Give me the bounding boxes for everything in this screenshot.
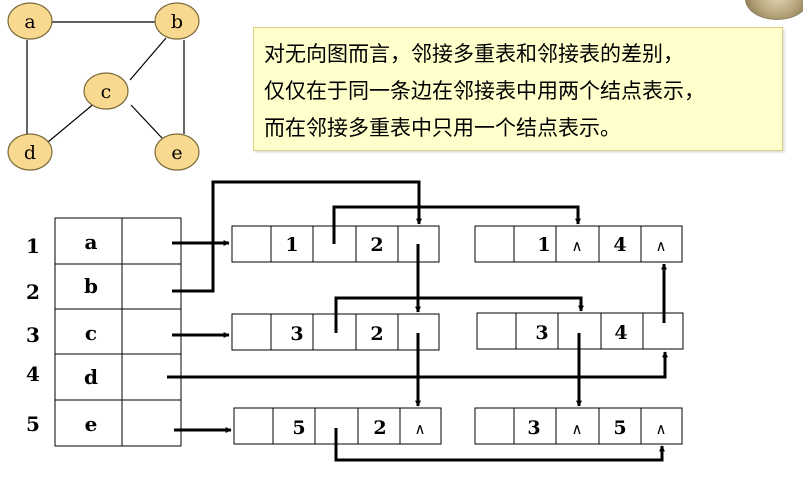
- graph: a b c d e: [7, 2, 200, 171]
- graph-node-d-circle: [7, 133, 53, 171]
- edge-node-ivex: 1: [537, 234, 550, 256]
- graph-node-c: c: [83, 72, 129, 110]
- edge-node-jlink: ∧: [656, 237, 667, 255]
- edge-node-frame: [474, 407, 683, 445]
- graph-node-d-label: d: [24, 142, 36, 164]
- explanation-note: 对无向图而言，邻接多重表和邻接表的差别， 仅仅在于同一条边在邻接表中用两个结点表…: [253, 27, 783, 151]
- graph-node-e-circle: [154, 133, 200, 171]
- graph-node-e: e: [154, 133, 200, 171]
- vertex-index-2: 2: [26, 280, 40, 304]
- edge-node-frame: [474, 225, 683, 263]
- edge-node-jvex: 2: [370, 323, 383, 345]
- pointer-edge32-ilink: [334, 296, 584, 333]
- edge-node-1-4: 1 ∧ 4 ∧: [474, 225, 683, 263]
- pointer-d-first-edge: [167, 351, 668, 379]
- edge-node-jlink: ∧: [656, 420, 667, 438]
- vertex-index-4: 4: [26, 362, 40, 386]
- edge-node-ivex: 3: [535, 322, 548, 344]
- explanation-line: 对无向图而言，邻接多重表和邻接表的差别，: [264, 42, 684, 66]
- edge-node-jvex: 4: [614, 322, 627, 344]
- vertex-name-a: a: [85, 230, 98, 254]
- graph-edge-c-d: [47, 101, 97, 143]
- graph-node-a-label: a: [24, 11, 35, 33]
- edge-node-ivex: 5: [292, 417, 305, 439]
- edge-node-jvex: 4: [613, 234, 626, 256]
- pointer-b-first-edge: [172, 180, 422, 293]
- vertex-index-3: 3: [26, 323, 40, 347]
- graph-node-b-label: b: [171, 11, 183, 33]
- pointer-edge12-ilink: [332, 205, 581, 244]
- graph-node-c-label: c: [101, 81, 112, 103]
- vertex-index-5: 5: [26, 412, 40, 436]
- edge-node-jlink: ∧: [415, 420, 426, 438]
- graph-edge-b-c: [129, 37, 167, 81]
- graph-node-d: d: [7, 133, 53, 171]
- edge-node-ivex: 1: [285, 234, 298, 256]
- vertex-table-frame: [54, 217, 182, 447]
- vertex-table: 1 2 3 4 5 a b c d e: [26, 217, 182, 447]
- vertex-name-b: b: [84, 274, 98, 298]
- link-pointers: [167, 180, 668, 462]
- vertex-name-d: d: [84, 365, 98, 389]
- edge-node-ivex: 3: [527, 417, 540, 439]
- edge-nodes: 1 2 1 ∧ 4 ∧ 3 2 3: [231, 225, 684, 445]
- edge-node-jvex: 5: [613, 417, 626, 439]
- graph-edge-c-e: [130, 104, 163, 139]
- pointer-edge52-ilink: [334, 428, 665, 462]
- vertex-name-c: c: [85, 321, 97, 345]
- edge-node-ivex: 3: [290, 323, 303, 345]
- explanation-line: 仅仅在于同一条边在邻接表中用两个结点表示，: [264, 79, 705, 103]
- graph-node-b: b: [154, 2, 200, 40]
- edge-node-ilink: ∧: [572, 237, 583, 255]
- edge-node-3-5: 3 ∧ 5 ∧: [474, 407, 683, 445]
- graph-node-b-circle: [154, 2, 200, 40]
- edge-node-jvex: 2: [373, 417, 386, 439]
- vertex-name-e: e: [85, 412, 98, 436]
- graph-node-a: a: [7, 2, 53, 40]
- edge-node-ilink: ∧: [572, 420, 583, 438]
- vertex-index-1: 1: [26, 234, 40, 258]
- graph-node-c-circle: [83, 72, 129, 110]
- edge-node-jvex: 2: [370, 234, 383, 256]
- explanation-line: 而在邻接多重表中只用一个结点表示。: [264, 116, 621, 140]
- graph-node-e-label: e: [171, 142, 182, 164]
- graph-node-a-circle: [7, 2, 53, 40]
